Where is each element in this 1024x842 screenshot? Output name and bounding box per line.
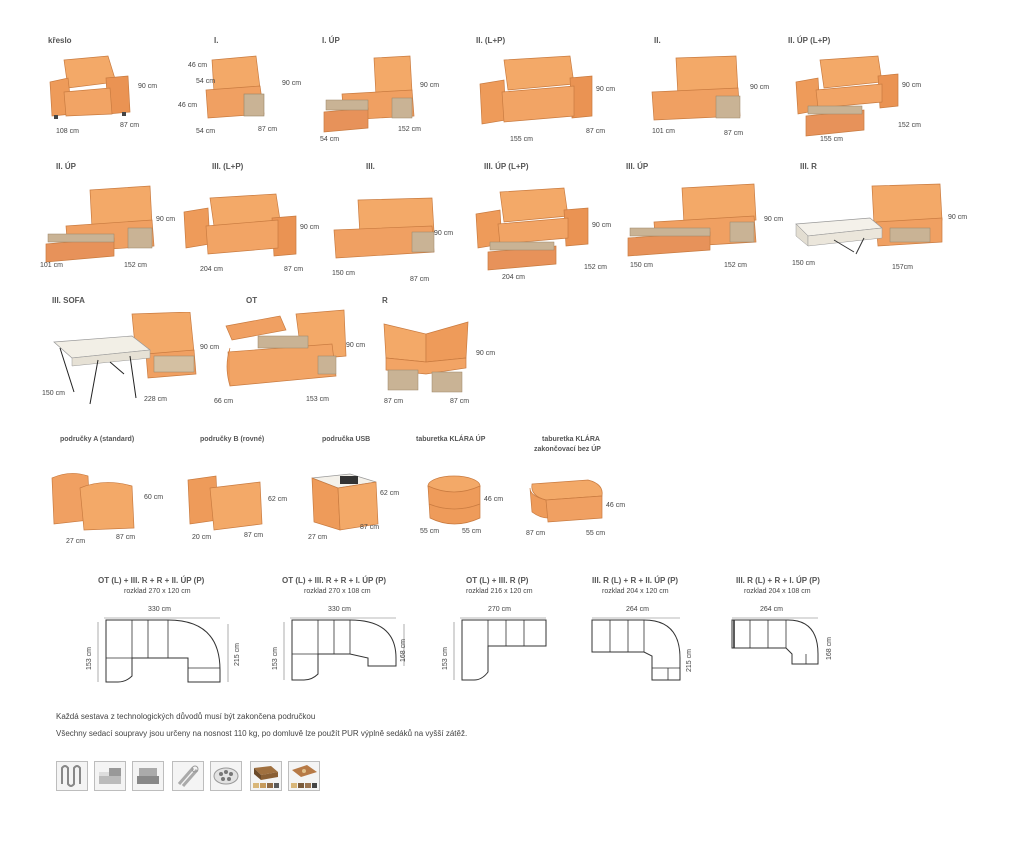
armchair-illustration bbox=[49, 55, 131, 119]
foam-roll-icon bbox=[172, 761, 204, 791]
three-seat-bed-illustration bbox=[627, 183, 757, 257]
set-4-plan bbox=[591, 617, 681, 681]
set-2-plan bbox=[283, 617, 405, 681]
chaise-longue-illustration bbox=[225, 309, 347, 387]
two-seat-bed-illustration bbox=[45, 185, 155, 263]
three-seat-corner-bed-illustration bbox=[795, 183, 943, 255]
three-seat-sofa-illustration bbox=[183, 193, 297, 257]
set-3-plan bbox=[453, 617, 547, 681]
set-5-plan bbox=[731, 617, 819, 665]
armrest-usb-illustration bbox=[311, 473, 379, 531]
three-seat-sofa-bed-illustration bbox=[475, 187, 589, 271]
armrest-b-illustration bbox=[187, 475, 263, 531]
ottoman-illustration bbox=[427, 475, 481, 525]
two-seat-illustration bbox=[651, 55, 741, 121]
two-seat-sofa-bed-illustration bbox=[795, 55, 899, 137]
sofa-bed-icon bbox=[94, 761, 126, 791]
leather-sample-icon bbox=[288, 761, 320, 791]
set-1-plan bbox=[97, 617, 229, 683]
corner-unit-illustration bbox=[383, 321, 469, 393]
note-termination: Každá sestava z technologických důvodů m… bbox=[56, 712, 316, 721]
unit-label: křeslo bbox=[48, 36, 72, 45]
single-seat-bed-illustration bbox=[323, 55, 415, 133]
three-seat-illustration bbox=[333, 197, 435, 259]
end-ottoman-illustration bbox=[529, 479, 603, 523]
armrest-a-illustration bbox=[51, 473, 135, 531]
spring-icon bbox=[56, 761, 88, 791]
fabric-samples-icon bbox=[210, 761, 242, 791]
two-seat-sofa-illustration bbox=[479, 55, 593, 125]
note-load: Všechny sedací soupravy jsou určeny na n… bbox=[56, 729, 468, 738]
wood-sample-icon bbox=[250, 761, 282, 791]
sofa-bed-illustration bbox=[53, 312, 197, 405]
single-seat-illustration bbox=[205, 55, 265, 119]
armchair-icon bbox=[132, 761, 164, 791]
